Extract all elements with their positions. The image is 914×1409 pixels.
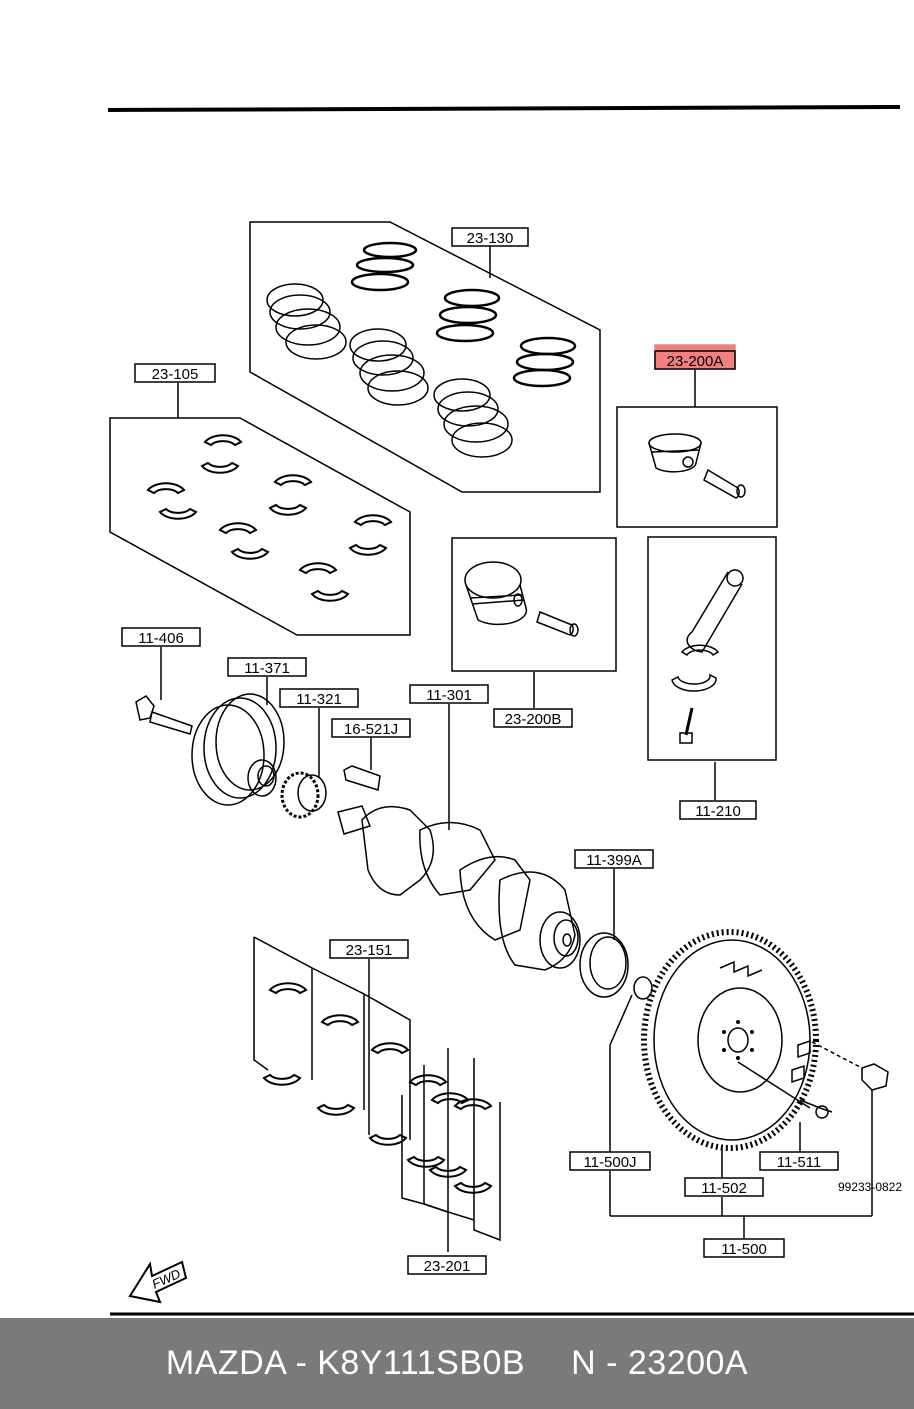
label-23-201: 23-201 [424, 1258, 471, 1275]
top-rule [107, 105, 901, 112]
parts-diagram: 23-130 23-105 23-200A [107, 105, 914, 1316]
label-11-210: 11-210 [695, 803, 741, 820]
label-11-371: 11-371 [244, 660, 290, 677]
label-11-511: 11-511 [777, 1154, 821, 1171]
flywheel [641, 929, 889, 1151]
label-11-500: 11-500 [721, 1241, 767, 1258]
oil-seal: 11-399A [574, 849, 654, 1000]
flywheel-assembly-labels: 11-500J 11-502 11-511 99233-0822 11-500 [569, 994, 902, 1258]
label-99233-0822: 99233-0822 [838, 1180, 902, 1194]
label-16-521J: 16-521J [344, 721, 398, 738]
part-caption-bar: MAZDA - K8Y111SB0B N - 23200A [0, 1318, 914, 1409]
label-23-151: 23-151 [346, 942, 393, 959]
piston-kit-highlighted: 23-200A [616, 344, 778, 528]
timing-sprocket: 11-321 [279, 688, 359, 819]
label-23-130: 23-130 [467, 230, 514, 247]
diagram-part-code: N - 23200A [571, 1344, 749, 1382]
label-11-500J: 11-500J [583, 1154, 636, 1171]
label-11-321: 11-321 [296, 691, 342, 708]
main-bearing-set: 23-151 [253, 936, 411, 1146]
label-23-200B: 23-200B [505, 711, 562, 728]
thrust-bearing-set: 23-201 [401, 1048, 501, 1275]
connecting-rod-bearing-set: 23-105 [109, 363, 411, 636]
label-11-406: 11-406 [138, 630, 184, 647]
piston-ring-set: 23-130 [249, 221, 601, 493]
brand-part-number: MAZDA - K8Y111SB0B [165, 1344, 526, 1382]
label-23-105: 23-105 [152, 366, 199, 383]
crankshaft: 11-301 [337, 684, 581, 971]
crank-pulley-bolt: 11-406 [121, 627, 201, 735]
label-11-399A: 11-399A [586, 852, 642, 869]
connecting-rod: 11-210 [647, 536, 777, 820]
label-11-301: 11-301 [426, 687, 472, 704]
woodruff-key: 16-521J [331, 718, 411, 791]
crankshaft-pulley: 11-371 [191, 657, 307, 806]
label-23-200A: 23-200A [667, 353, 724, 370]
piston-kit-b: 23-200B [451, 537, 617, 728]
fwd-arrow-icon: FWD [128, 1260, 188, 1304]
label-11-502: 11-502 [701, 1180, 747, 1197]
